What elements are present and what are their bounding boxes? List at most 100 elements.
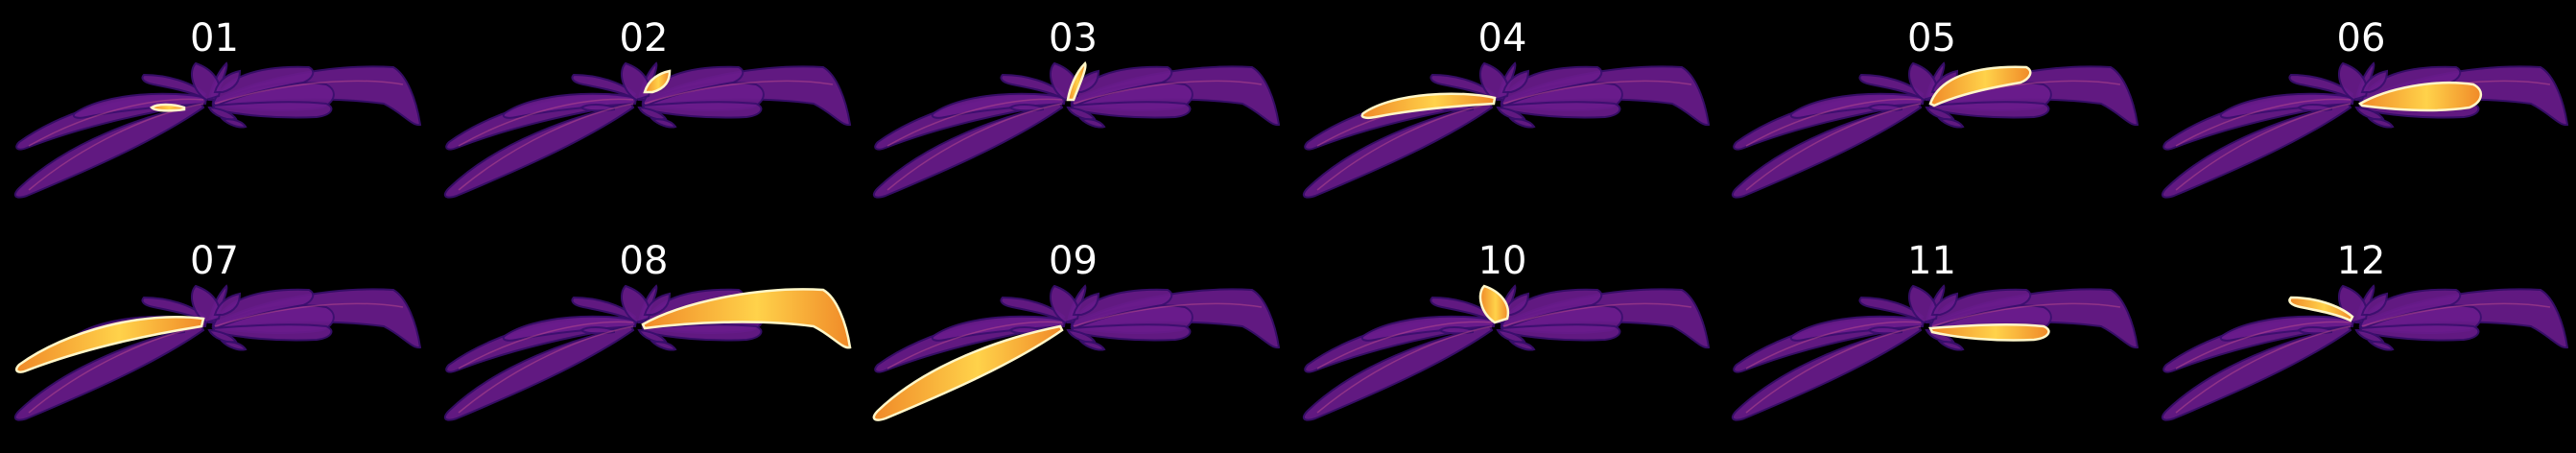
leaf-bottom-small-2: [650, 118, 677, 129]
plant-leaves: [1731, 284, 2139, 421]
plant-panel-10: 10: [1288, 230, 1717, 453]
leaf-left-upper-small: [570, 296, 636, 322]
leaf-vein: [886, 321, 1063, 370]
plant-leaves: [2161, 284, 2568, 421]
leaf-small-center-right: [2360, 69, 2388, 93]
highlighted-leaf: [1928, 65, 2032, 107]
leaf-right-lower-mid: [211, 323, 333, 342]
plant-leaves: [443, 61, 851, 199]
leaf-vein: [2175, 98, 2351, 147]
leaf-vein: [1316, 103, 1492, 191]
leaf-small-center-right: [1501, 292, 1529, 316]
leaf-vein: [1745, 103, 1922, 191]
leaf-bottom-small-2: [1937, 341, 1965, 351]
plant-panel-08: 08: [430, 230, 859, 453]
leaf-vein: [644, 80, 833, 105]
panel-label: 04: [1477, 16, 1527, 60]
plant-render: [1731, 284, 2139, 421]
leaf-bottom-small-2: [1508, 118, 1536, 129]
panel-label: 03: [1049, 16, 1098, 60]
highlighted-leaf: [15, 316, 205, 373]
leaf-vein: [214, 80, 404, 105]
leaf-bottom-small-2: [2367, 118, 2395, 129]
panel-label: 10: [1477, 239, 1527, 283]
panel-label: 11: [1907, 239, 1956, 283]
leaf-small-center-right: [643, 292, 671, 316]
panel-label: 09: [1049, 239, 1098, 283]
leaf-bottom-small-2: [220, 118, 248, 129]
leaf-bottom-small: [2353, 107, 2385, 121]
plant-render: [443, 61, 851, 199]
leaf-bottom-small: [636, 107, 668, 121]
leaf-far-left-lower: [13, 102, 205, 199]
highlighted-leaf: [2287, 296, 2354, 322]
leaf-left-upper-small: [2287, 73, 2353, 100]
leaf-far-left-lower: [443, 324, 634, 421]
panel-label: 08: [619, 239, 669, 283]
plant-render: [443, 284, 851, 421]
leaf-vein: [1745, 321, 1922, 370]
leaf-bottom-small: [207, 329, 238, 344]
panel-label: 07: [190, 239, 239, 283]
plant-leaves: [872, 61, 1281, 199]
panel-label: 01: [190, 16, 239, 60]
leaf-small-center-right: [213, 69, 242, 93]
leaf-right-lower-mid: [1928, 101, 2050, 119]
leaf-far-left-lower: [2161, 324, 2351, 421]
leaf-left-upper-small: [1000, 73, 1066, 100]
leaf-bottom-small: [1925, 107, 1955, 121]
leaf-left-upper-small: [141, 296, 207, 322]
highlighted-leaf: [1360, 92, 1496, 120]
plant-panel-02: 02: [430, 8, 859, 230]
plant-leaves: [1302, 61, 1710, 199]
plant-leaves: [1302, 284, 1710, 421]
highlighted-leaf: [642, 69, 671, 94]
plant-panel-09: 09: [859, 230, 1288, 453]
leaf-bottom-small-2: [1508, 341, 1536, 351]
plant-render: [2161, 61, 2568, 199]
highlighted-leaf: [1478, 284, 1509, 324]
plant-panel-11: 11: [1717, 230, 2146, 453]
leaf-right-lower-mid: [1070, 101, 1192, 119]
leaf-vein: [458, 98, 633, 147]
plant-panel-05: 05: [1717, 8, 2146, 230]
leaf-vein: [2361, 302, 2550, 327]
leaf-bottom-small: [1495, 329, 1526, 344]
leaf-right-lower-mid: [211, 101, 333, 119]
highlighted-leaf: [2357, 82, 2482, 112]
leaf-vein: [1073, 80, 1263, 105]
leaf-left-upper-small: [141, 73, 207, 100]
leaf-vein: [1316, 321, 1492, 370]
leaf-vein: [1502, 80, 1691, 105]
leaf-vein: [886, 98, 1063, 147]
leaf-left-upper-small: [1429, 73, 1495, 100]
leaf-bottom-small-2: [1078, 341, 1106, 351]
leaf-vein: [458, 325, 633, 414]
highlighted-leaf: [1928, 323, 2050, 342]
leaf-left-upper-small: [1858, 73, 1925, 100]
highlighted-leaf: [150, 103, 186, 112]
leaf-small-center-right: [213, 292, 242, 316]
leaf-bottom-small: [2353, 329, 2385, 344]
leaf-vein: [458, 103, 633, 191]
panel-label: 06: [2336, 16, 2386, 60]
leaf-right-lower-mid: [1499, 323, 1620, 342]
leaf-vein: [886, 103, 1063, 191]
leaf-left-upper-small: [1000, 296, 1066, 322]
leaf-vein: [214, 302, 404, 327]
panel-label: 05: [1907, 16, 1956, 60]
leaf-right-lower-mid: [1499, 101, 1620, 119]
leaf-right-lower-mid: [640, 323, 762, 342]
plant-panel-01: 01: [0, 8, 429, 230]
leaf-far-left-lower: [872, 102, 1064, 199]
highlighted-leaf: [872, 324, 1064, 421]
plant-leaves: [1731, 61, 2139, 199]
leaf-bottom-small: [1066, 329, 1097, 344]
leaf-left-upper-small: [1429, 296, 1495, 322]
plant-leaves: [2161, 61, 2568, 199]
leaf-bottom-small: [1495, 107, 1526, 121]
leaf-small-center-right: [1072, 292, 1100, 316]
leaf-bottom-small-2: [220, 341, 248, 351]
plant-render: [13, 284, 422, 421]
plant-panel-03: 03: [859, 8, 1288, 230]
